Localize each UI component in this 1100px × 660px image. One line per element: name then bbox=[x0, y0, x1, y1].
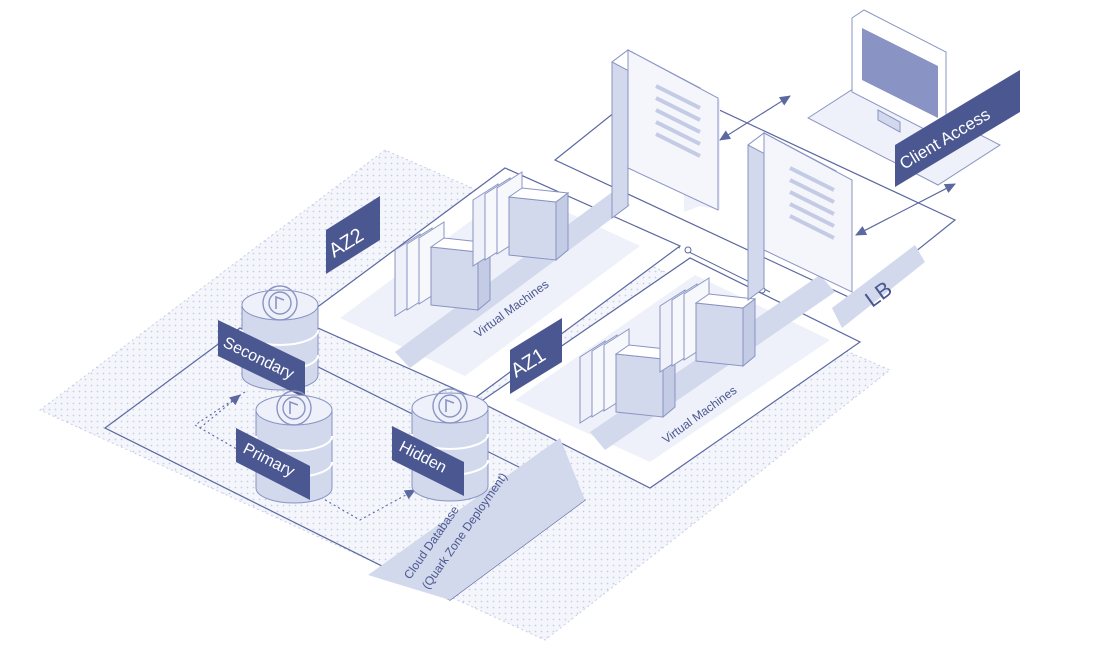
az1-tag: AZ1 bbox=[507, 318, 562, 394]
client-server-arrows bbox=[719, 95, 956, 236]
rack-server-icon bbox=[655, 84, 701, 158]
rack-server-icon bbox=[789, 166, 835, 240]
rack-server-2 bbox=[747, 132, 853, 301]
rack-server-1 bbox=[611, 49, 720, 219]
client-monitor bbox=[807, 9, 1001, 186]
az2-tag: AZ2 bbox=[325, 196, 380, 274]
az1-vm-stack-right bbox=[659, 277, 757, 373]
az1-vm-stack-left bbox=[579, 328, 677, 424]
primary-database: Primary bbox=[236, 390, 333, 504]
az2-vm-stack-right bbox=[472, 171, 570, 267]
secondary-database: Secondary bbox=[218, 285, 319, 398]
hidden-database: Hidden bbox=[392, 388, 489, 502]
